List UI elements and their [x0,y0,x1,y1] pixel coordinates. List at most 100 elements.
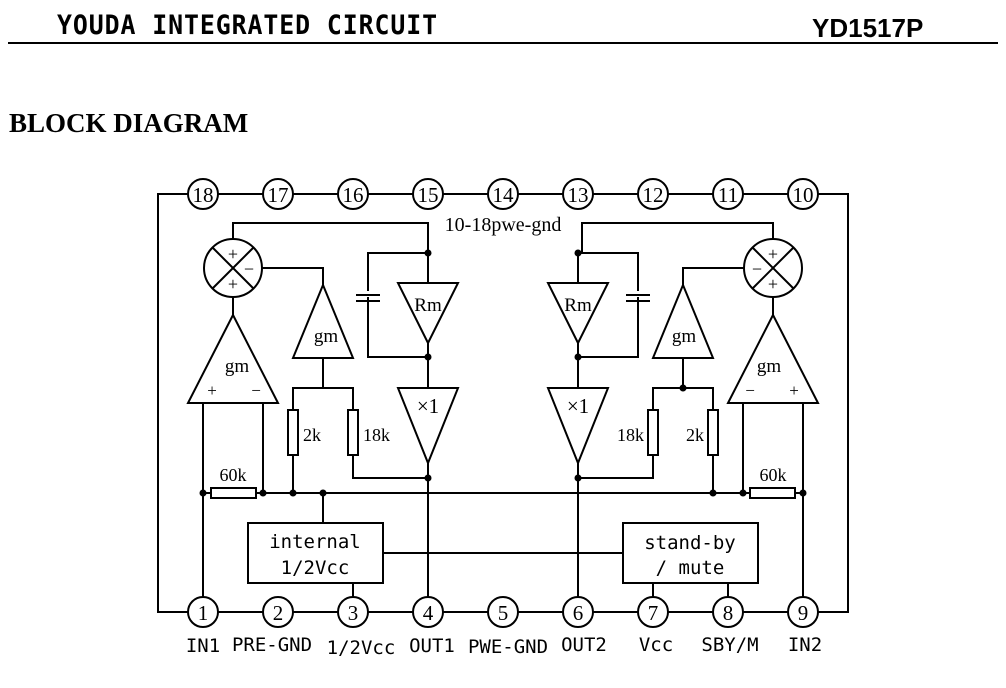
pin-number: 11 [718,183,738,207]
plus-sign: + [228,274,238,294]
plus-input: + [207,381,217,400]
buffer-label: ×1 [417,394,439,418]
pin-18: 18 [187,178,219,210]
pin-number: 1 [198,601,209,625]
junction-dots [199,249,807,497]
pin-number: 6 [573,601,584,625]
minus-input: − [251,381,261,400]
block-label: / mute [656,557,725,579]
resistor-value: 2k [686,425,704,445]
pin-number: 15 [418,183,439,207]
top-pins: 18 17 16 15 14 13 12 11 10 [187,178,819,210]
left-resistor-18k: 18k [347,409,390,456]
minus-sign: − [244,259,254,279]
right-feedback-gm-amp: gm [651,282,715,359]
package-frame [157,193,849,613]
right-buffer: ×1 [546,387,610,466]
plus-sign: + [768,274,778,294]
left-capacitor [356,291,380,302]
pin-number: 12 [643,183,664,207]
right-resistor-2k: 2k [686,409,719,456]
pin-label: OUT2 [561,634,607,656]
pin-label: IN2 [788,634,822,656]
pin-label: OUT1 [409,635,455,657]
pin-14: 14 [487,178,519,210]
left-input-gm-amp: gm + − [186,312,280,404]
pin-label: 1/2Vcc [327,637,396,659]
pin-label: PRE-GND [232,634,312,656]
resistor-value: 2k [303,425,321,445]
plus-sign: + [768,244,778,264]
left-resistor-60k: 60k [210,465,257,499]
company-name: YOUDA INTEGRATED CIRCUIT [57,10,439,41]
pin-number: 9 [798,601,809,625]
left-channel: + − + gm + − gm 2k [186,238,460,597]
pin-13: 13 [562,178,594,210]
pin-number: 5 [498,601,509,625]
rm-label: Rm [414,295,442,316]
left-resistor-2k: 2k [287,409,321,456]
rm-label: Rm [564,295,592,316]
amp-label: gm [314,326,339,347]
resistor-value: 18k [363,425,390,445]
pin-label: PWE-GND [468,636,548,658]
pin-3: 3 1/2Vcc [327,596,396,659]
pin-number: 7 [648,601,659,625]
standby-mute-block: stand-by / mute [622,522,759,584]
amp-label: gm [757,356,782,377]
internal-vcc-block: internal 1/2Vcc [247,522,384,584]
right-resistor-18k: 18k [617,409,659,456]
left-rm-stage: Rm [396,282,460,346]
buffer-label: ×1 [567,394,589,418]
pin-number: 16 [343,183,364,207]
section-title: BLOCK DIAGRAM [9,108,249,138]
pin-number: 10 [793,183,814,207]
pin-12: 12 [637,178,669,210]
pin-number: 17 [268,183,289,207]
block-label: internal [269,531,361,553]
right-channel: + − + gm − + gm 18k 2k [546,238,820,597]
left-feedback-gm-amp: gm [291,282,355,359]
pin-15: 15 [412,178,444,210]
right-gnd-rail [581,222,774,253]
ground-label: 10-18pwe-gnd [445,214,562,236]
right-input-gm-amp: gm − + [726,312,820,404]
resistor-value: 60k [220,465,247,485]
minus-input: − [745,381,755,400]
pin-label: Vcc [639,634,673,656]
header-rule [8,42,998,44]
plus-input: + [789,381,799,400]
right-summing-junction: + − + [743,238,803,298]
block-label: stand-by [644,532,736,554]
resistor-value: 18k [617,425,644,445]
block-label: 1/2Vcc [281,557,350,579]
minus-sign: − [752,259,762,279]
pin-10: 10 [787,178,819,210]
pin-label: SBY/M [701,634,758,656]
pin-number: 4 [423,601,434,625]
part-number: YD1517P [812,13,924,43]
pin-11: 11 [712,178,744,210]
pin-label: IN1 [186,635,220,657]
pin-number: 3 [348,601,359,625]
pin-number: 18 [193,183,214,207]
left-buffer: ×1 [396,387,460,466]
left-gnd-rail [232,222,429,253]
pin-17: 17 [262,178,294,210]
pin-number: 2 [273,601,284,625]
pin-16: 16 [337,178,369,210]
amp-label: gm [225,356,250,377]
pin-number: 13 [568,183,589,207]
left-summing-junction: + − + [203,238,263,298]
amp-label: gm [672,326,697,347]
plus-sign: + [228,244,238,264]
pin-number: 8 [723,601,734,625]
